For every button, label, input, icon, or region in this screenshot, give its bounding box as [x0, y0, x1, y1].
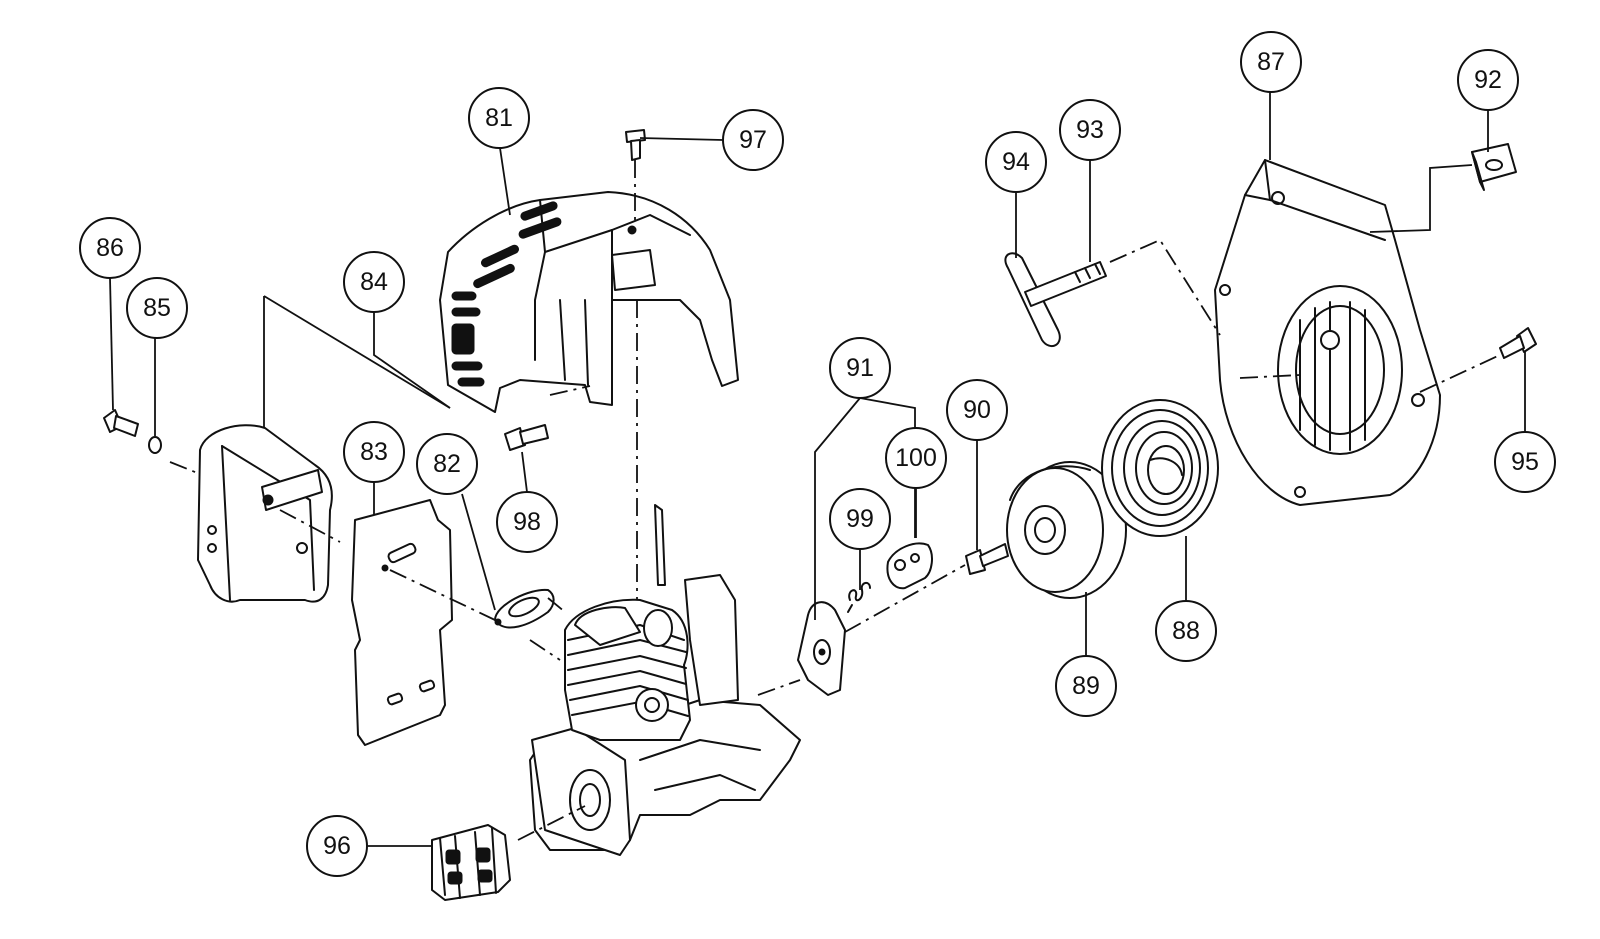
callout-96: 96	[306, 815, 368, 877]
callout-99: 99	[829, 488, 891, 550]
assembly-axes	[169, 160, 1501, 841]
callout-98: 98	[496, 491, 558, 553]
svg-text:97: 97	[739, 126, 767, 154]
housing-cap-part	[1471, 143, 1517, 191]
cover-bolt-part	[504, 424, 549, 451]
engine-cover-part	[439, 191, 739, 413]
svg-text:90: 90	[963, 396, 991, 424]
svg-text:82: 82	[433, 450, 461, 478]
callout-87: 87	[1240, 31, 1302, 93]
svg-text:84: 84	[360, 268, 388, 296]
gasket-part	[494, 588, 555, 629]
svg-text:100: 100	[895, 444, 937, 472]
callout-83: 83	[343, 421, 405, 483]
callout-84: 84	[343, 251, 405, 313]
svg-text:85: 85	[143, 294, 171, 322]
callout-97: 97	[722, 109, 784, 171]
rope-pulley-part	[1006, 461, 1127, 599]
callout-100: 100	[885, 427, 947, 489]
pulley-screw-part	[965, 543, 1009, 575]
callout-90: 90	[946, 379, 1008, 441]
svg-text:94: 94	[1002, 148, 1030, 176]
svg-text:95: 95	[1511, 448, 1539, 476]
callout-88: 88	[1155, 600, 1217, 662]
callout-91: 91	[829, 337, 891, 399]
callout-94: 94	[985, 131, 1047, 193]
pawl-part	[886, 542, 933, 590]
callout-89: 89	[1055, 655, 1117, 717]
cylinder-part	[564, 598, 691, 741]
cover-screw-part	[625, 129, 646, 161]
svg-text:87: 87	[1257, 48, 1285, 76]
muffler-bolt-part	[103, 409, 139, 437]
svg-text:99: 99	[846, 505, 874, 533]
recoil-spring-part	[1101, 399, 1219, 537]
svg-text:92: 92	[1474, 66, 1502, 94]
muffler-part	[197, 424, 333, 603]
svg-text:86: 86	[96, 234, 124, 262]
housing-bolt-part	[1499, 327, 1537, 359]
callout-82: 82	[416, 433, 478, 495]
svg-text:81: 81	[485, 104, 513, 132]
callout-92: 92	[1457, 49, 1519, 111]
callout-86: 86	[79, 217, 141, 279]
svg-text:88: 88	[1172, 617, 1200, 645]
cooling-vents	[451, 201, 562, 387]
leader-lines	[109, 92, 1526, 847]
heat-shield-plate-part	[351, 499, 453, 746]
washer-part	[148, 436, 162, 454]
spring-part	[847, 582, 871, 613]
svg-text:83: 83	[360, 438, 388, 466]
svg-text:89: 89	[1072, 672, 1100, 700]
callout-85: 85	[126, 277, 188, 339]
svg-text:93: 93	[1076, 116, 1104, 144]
svg-text:96: 96	[323, 832, 351, 860]
starter-housing-part	[1214, 159, 1441, 506]
ignition-coil-part	[797, 601, 846, 696]
callout-93: 93	[1059, 99, 1121, 161]
svg-text:98: 98	[513, 508, 541, 536]
starter-handle-part	[1004, 252, 1107, 348]
intake-part	[431, 824, 511, 901]
svg-text:91: 91	[846, 354, 874, 382]
callout-81: 81	[468, 87, 530, 149]
callout-95: 95	[1494, 431, 1556, 493]
